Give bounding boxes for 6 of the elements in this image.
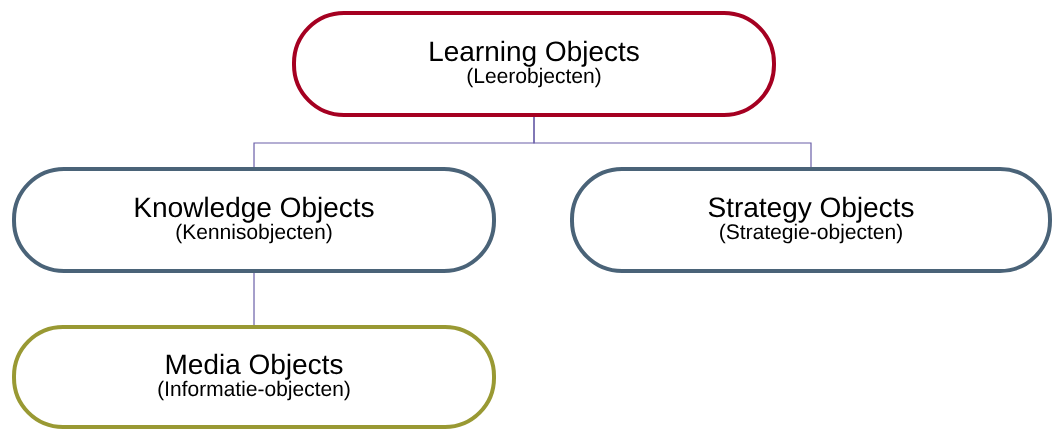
rounded-box: Knowledge Objects (Kennisobjecten) [12, 167, 496, 273]
rounded-box: Learning Objects (Leerobjecten) [292, 11, 776, 117]
rounded-box: Strategy Objects (Strategie-objecten) [570, 167, 1052, 273]
connector-line [253, 272, 255, 326]
connector-line [533, 116, 812, 168]
rounded-box: Media Objects (Informatie-objecten) [12, 325, 496, 429]
